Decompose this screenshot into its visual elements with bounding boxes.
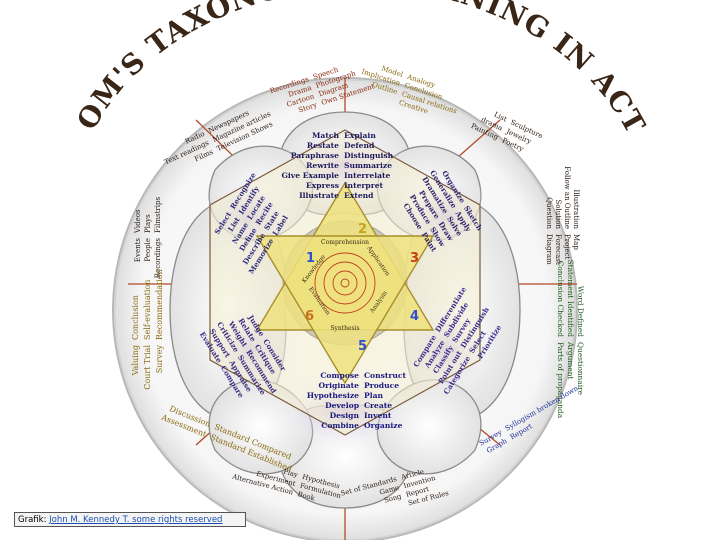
svg-text:Extend: Extend [344, 191, 374, 200]
number-4: 4 [410, 309, 419, 324]
svg-text:Survey: Survey [155, 345, 164, 374]
svg-text:Project: Project [563, 234, 571, 260]
svg-text:Map: Map [572, 234, 580, 250]
svg-text:Invent: Invent [364, 411, 392, 420]
svg-text:Filmstrips: Filmstrips [154, 197, 162, 233]
credit-bar: Grafik: John M. Kennedy T. some rights r… [14, 512, 246, 527]
evaluation-verbs: Judge Consider Relate Critique Weight Re… [198, 313, 288, 400]
svg-text:Interpret: Interpret [344, 181, 384, 190]
svg-text:Match: Match [312, 131, 339, 140]
svg-text:Forecast: Forecast [554, 234, 562, 265]
products-application-c: Illustration Map Follow an Outline Proje… [545, 166, 580, 265]
products-knowledge: Events People Recordings Videos Plays Fi… [134, 197, 162, 279]
number-6: 6 [305, 309, 314, 324]
svg-text:Design: Design [330, 411, 360, 420]
svg-text:Court Trial: Court Trial [143, 345, 152, 390]
svg-text:Compose: Compose [320, 371, 359, 380]
svg-text:Questionnaire: Questionnaire [576, 342, 585, 395]
svg-text:Combine: Combine [321, 421, 359, 430]
svg-text:People: People [144, 238, 152, 262]
products-comprehension-a: Recordings Speech Drama Photograph Carto… [269, 65, 376, 114]
svg-text:Produce: Produce [364, 381, 399, 390]
number-5: 5 [358, 339, 367, 354]
svg-text:Play: Play [282, 468, 298, 480]
svg-text:Question: Question [545, 197, 553, 229]
number-1: 1 [306, 251, 315, 266]
svg-text:Summarize: Summarize [344, 161, 392, 170]
svg-text:Conclusion: Conclusion [131, 295, 140, 340]
level-comprehension: Comprehension [321, 239, 369, 246]
svg-text:Valuing: Valuing [131, 345, 140, 376]
svg-text:Distinguish: Distinguish [344, 151, 394, 160]
svg-text:Develop: Develop [325, 401, 359, 410]
svg-text:Recommendation: Recommendation [155, 269, 164, 340]
products-analysis: Word Defined Questionnaire Statement Ide… [556, 260, 585, 419]
svg-text:Plays: Plays [144, 214, 152, 233]
comprehension-verbs: Match Explain Restate Defend Paraphrase … [281, 131, 393, 200]
svg-text:Follow an Outline: Follow an Outline [563, 166, 571, 229]
svg-text:Illustrate: Illustrate [299, 191, 339, 200]
svg-text:Restate: Restate [307, 141, 339, 150]
target-circles [314, 252, 376, 314]
svg-text:Construct: Construct [364, 371, 407, 380]
svg-text:Parts of propaganda: Parts of propaganda [556, 342, 565, 419]
svg-text:Plan: Plan [364, 391, 384, 400]
svg-text:Create: Create [364, 401, 392, 410]
number-3: 3 [410, 251, 419, 266]
svg-text:Diagram: Diagram [545, 234, 553, 265]
svg-text:Explain: Explain [344, 131, 376, 140]
svg-text:Word Defined: Word Defined [576, 286, 585, 338]
credit-link[interactable]: John M. Kennedy T. some rights reserved [49, 515, 223, 525]
svg-text:Events: Events [134, 238, 142, 263]
svg-text:Rewrite: Rewrite [306, 161, 339, 170]
svg-text:Defend: Defend [344, 141, 375, 150]
svg-text:Argument: Argument [566, 341, 575, 380]
svg-text:Paraphrase: Paraphrase [291, 151, 339, 160]
credit-prefix: Grafik: [18, 515, 47, 525]
svg-text:Interrelate: Interrelate [344, 171, 391, 180]
svg-text:Originate: Originate [319, 381, 360, 390]
svg-text:Statement Identified: Statement Identified [566, 260, 575, 338]
svg-text:Conclusion Checked: Conclusion Checked [556, 261, 565, 338]
svg-text:Recordings: Recordings [154, 238, 162, 279]
svg-text:Self-evaluation: Self-evaluation [143, 280, 152, 340]
svg-text:Solution: Solution [554, 199, 562, 229]
level-synthesis: Synthesis [330, 325, 359, 332]
svg-text:Express: Express [306, 181, 339, 190]
svg-text:Illustration: Illustration [572, 190, 580, 230]
svg-text:Organize: Organize [364, 421, 403, 430]
number-2: 2 [358, 222, 367, 237]
svg-text:Give Example: Give Example [281, 171, 339, 180]
synthesis-verbs: Compose Construct Originate Produce Hypo… [307, 371, 407, 430]
svg-text:Hypothesize: Hypothesize [307, 391, 359, 400]
center-star [255, 181, 435, 385]
products-evaluation-c: Valuing Conclusion Court Trial Self-eval… [131, 269, 164, 389]
svg-text:Videos: Videos [134, 209, 142, 234]
